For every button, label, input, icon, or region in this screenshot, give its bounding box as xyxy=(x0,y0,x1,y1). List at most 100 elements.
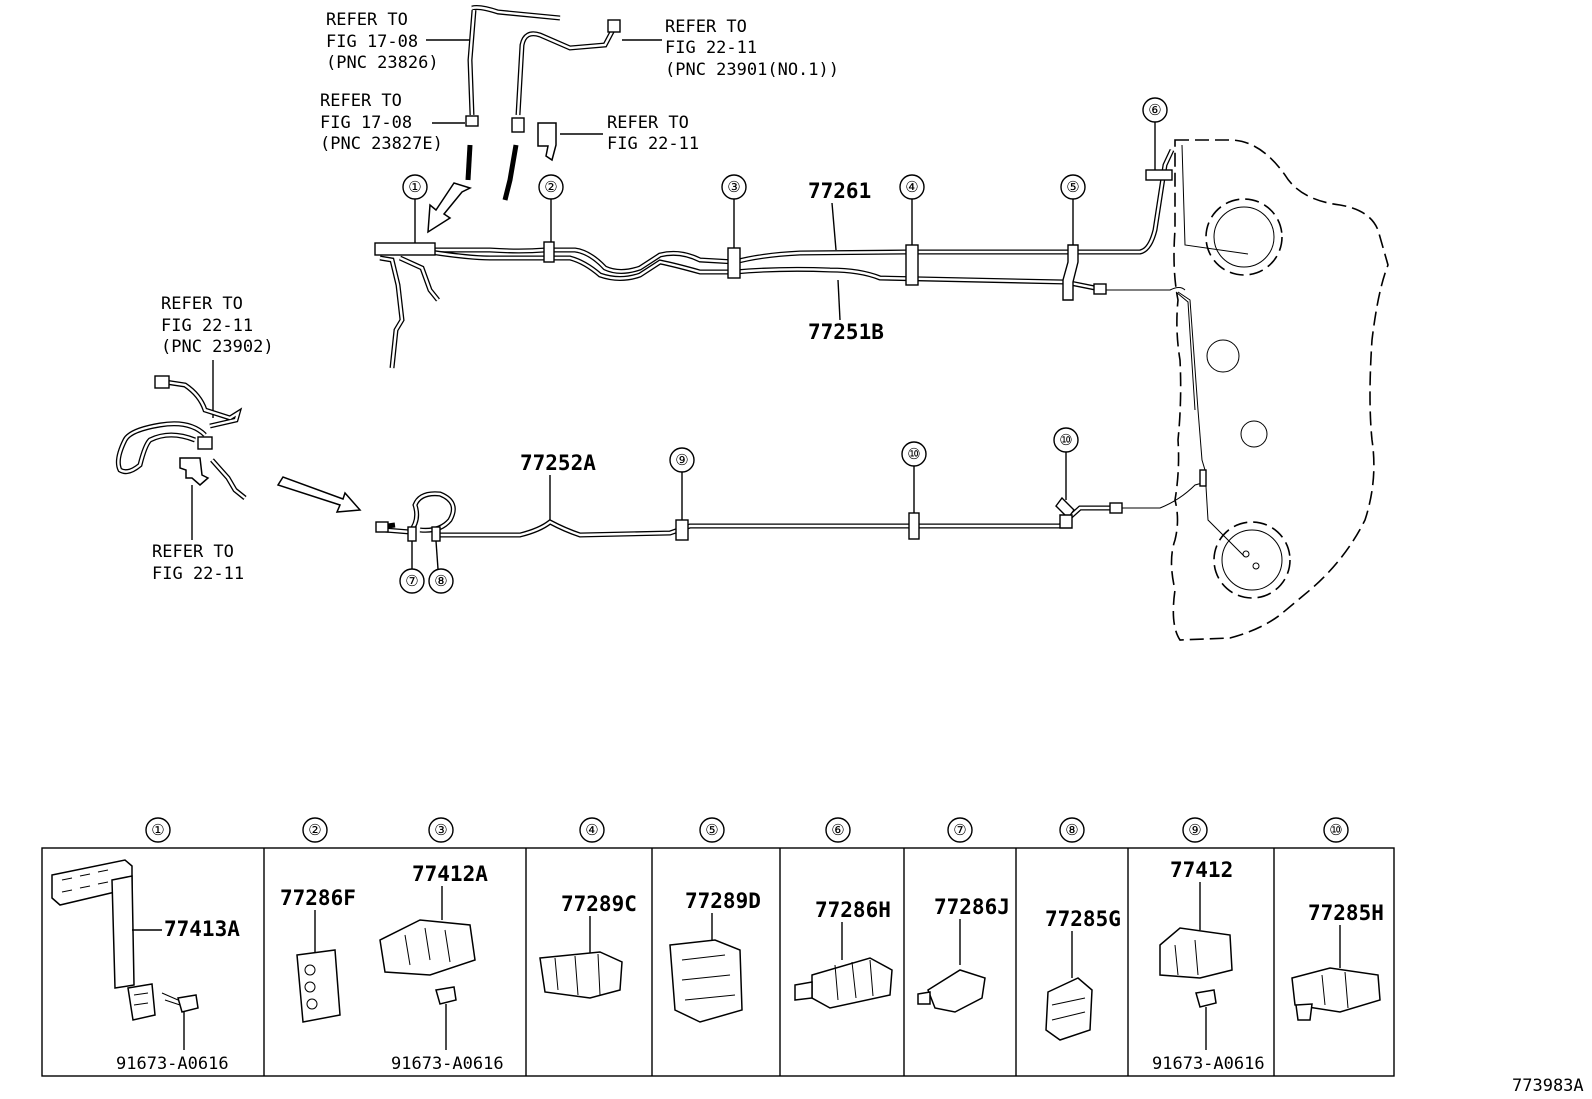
clamp-4-body xyxy=(905,244,919,286)
ref-note-6: REFER TO FIG 22-11 xyxy=(152,485,244,584)
ref-note-3-line-3: (PNC 23827E) xyxy=(320,134,443,154)
svg-text:⑩: ⑩ xyxy=(1059,431,1072,449)
pipe-label-77251B: 77251B xyxy=(808,320,884,344)
ref-note-3: REFER TO FIG 17-08 (PNC 23827E) xyxy=(320,91,465,154)
part-77285H: 77285H xyxy=(1291,901,1384,1021)
clamp-9-body xyxy=(675,519,689,541)
table-col-6-head: ⑥ xyxy=(825,817,851,843)
callout-6: ⑥ xyxy=(1142,97,1168,170)
table-col-2-head: ② xyxy=(302,817,328,843)
part-label-77289C: 77289C xyxy=(561,892,637,916)
ref-note-1-line-2: FIG 17-08 xyxy=(326,32,418,52)
lower-pipe-assembly xyxy=(375,481,1207,542)
ref-note-1-line-3: (PNC 23826) xyxy=(326,53,439,73)
callout-8: ⑧ xyxy=(428,540,454,594)
ref-note-5-line-2: FIG 22-11 xyxy=(161,316,253,336)
part-label-77289D: 77289D xyxy=(685,889,761,913)
part-label-91673-A0616-a: 91673-A0616 xyxy=(116,1054,229,1074)
svg-text:⑥: ⑥ xyxy=(1148,101,1161,119)
part-label-77412A: 77412A xyxy=(412,862,488,886)
part-label-77412: 77412 xyxy=(1170,858,1233,882)
ref-note-3-line-1: REFER TO xyxy=(320,91,402,111)
table-col-3-head: ③ xyxy=(428,817,454,843)
svg-text:③: ③ xyxy=(727,178,740,196)
svg-text:④: ④ xyxy=(585,821,598,839)
ref-note-2-line-1: REFER TO xyxy=(665,17,747,37)
pipe-label-77261: 77261 xyxy=(808,179,871,203)
part-77413A: 77413A xyxy=(51,859,240,1021)
clamp-2-body xyxy=(543,241,555,263)
top-hoses xyxy=(465,5,621,201)
svg-text:⑧: ⑧ xyxy=(1065,821,1078,839)
ref-note-2-line-3: (PNC 23901(NO.1)) xyxy=(665,60,839,80)
svg-text:①: ① xyxy=(408,178,421,196)
svg-text:⑦: ⑦ xyxy=(953,821,966,839)
svg-text:⑩: ⑩ xyxy=(1329,821,1342,839)
callout-1: ① xyxy=(402,174,428,243)
table-col-9-head: ⑨ xyxy=(1182,817,1208,843)
clamp-3-body xyxy=(727,247,741,279)
part-77285G: 77285G xyxy=(1045,907,1121,1041)
ref-note-4: REFER TO FIG 22-11 xyxy=(560,113,699,154)
table-col-1-head: ① xyxy=(145,817,171,843)
callouts-main: ① ② ③ ④ ⑤ ⑥ ⑦ xyxy=(399,97,1168,594)
ref-note-2: REFER TO FIG 22-11 (PNC 23901(NO.1)) xyxy=(622,17,839,80)
ref-note-3-line-2: FIG 17-08 xyxy=(320,113,412,133)
svg-text:⑤: ⑤ xyxy=(1066,178,1079,196)
callout-9: ⑨ xyxy=(669,447,695,520)
part-label-77286F: 77286F xyxy=(280,886,356,910)
ref-note-6-line-2: FIG 22-11 xyxy=(152,564,244,584)
ref-note-4-line-2: FIG 22-11 xyxy=(607,134,699,154)
svg-text:⑧: ⑧ xyxy=(434,572,447,590)
ref-note-1: REFER TO FIG 17-08 (PNC 23826) xyxy=(326,10,470,73)
callout-10b: ⑩ xyxy=(1053,427,1079,500)
table-col-10-head: ⑩ xyxy=(1323,817,1349,843)
direction-arrow-lower xyxy=(276,476,362,513)
part-label-77286J: 77286J xyxy=(934,895,1010,919)
part-77289D: 77289D xyxy=(669,889,761,1023)
ref-note-1-line-1: REFER TO xyxy=(326,10,408,30)
ref-note-4-line-1: REFER TO xyxy=(607,113,689,133)
clamp-7-body xyxy=(407,526,417,542)
svg-text:⑨: ⑨ xyxy=(675,451,688,469)
fuel-tank-outline xyxy=(1170,139,1389,641)
svg-text:⑨: ⑨ xyxy=(1188,821,1201,839)
part-77286H: 77286H xyxy=(794,898,893,1009)
pipe-label-77252A: 77252A xyxy=(520,451,596,475)
callout-10: ⑩ xyxy=(901,441,927,513)
ref-note-2-line-2: FIG 22-11 xyxy=(665,38,757,58)
ref-note-5-line-1: REFER TO xyxy=(161,294,243,314)
table-col-5-head: ⑤ xyxy=(699,817,725,843)
clamp-8-body xyxy=(431,526,441,542)
direction-arrow-upper xyxy=(427,182,472,234)
callout-3: ③ xyxy=(721,174,747,248)
svg-text:②: ② xyxy=(544,178,557,196)
part-label-77413A: 77413A xyxy=(164,917,240,941)
part-77412: 77412 91673-A0616 xyxy=(1152,858,1265,1074)
callout-4: ④ xyxy=(899,174,925,245)
callout-2: ② xyxy=(538,174,564,242)
clamp-1-body xyxy=(374,242,436,256)
ref-note-5: REFER TO FIG 22-11 (PNC 23902) xyxy=(161,294,274,418)
clamp-6-body xyxy=(1145,169,1173,181)
svg-text:④: ④ xyxy=(905,178,918,196)
svg-text:⑤: ⑤ xyxy=(705,821,718,839)
svg-text:⑥: ⑥ xyxy=(831,821,844,839)
callout-5: ⑤ xyxy=(1060,174,1086,245)
clamp-10-body xyxy=(908,512,920,540)
upper-pipe-assembly xyxy=(374,148,1186,369)
ref-note-6-line-1: REFER TO xyxy=(152,542,234,562)
callout-7: ⑦ xyxy=(399,541,425,594)
parts-table: ① ② ③ ④ ⑤ ⑥ ⑦ ⑧ ⑨ ⑩ 77413A 91673-A0616 7… xyxy=(41,817,1395,1077)
table-col-4-head: ④ xyxy=(579,817,605,843)
part-label-91673-A0616-c: 91673-A0616 xyxy=(1152,1054,1265,1074)
table-col-7-head: ⑦ xyxy=(947,817,973,843)
svg-text:③: ③ xyxy=(434,821,447,839)
svg-text:⑦: ⑦ xyxy=(405,572,418,590)
part-77286F: 77286F xyxy=(280,886,356,1023)
part-bolt-1: 91673-A0616 xyxy=(116,992,229,1074)
part-label-77285G: 77285G xyxy=(1045,907,1121,931)
svg-text:①: ① xyxy=(151,821,164,839)
part-77286J: 77286J xyxy=(917,895,1010,1013)
